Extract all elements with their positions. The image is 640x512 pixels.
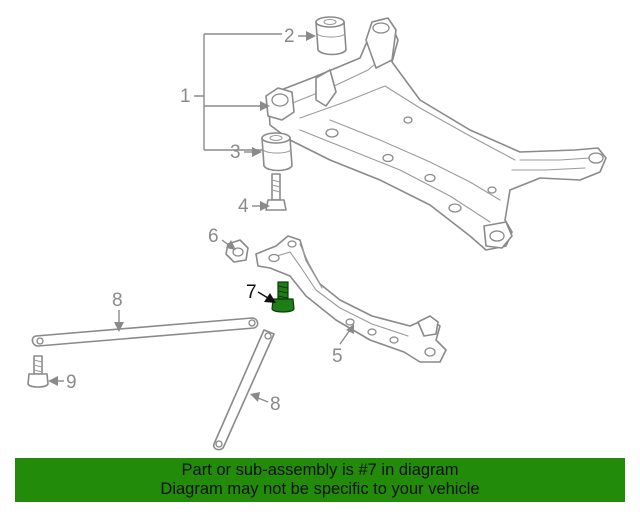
parts-diagram: 1 2 3 4 6 7 5 8 8 9 xyxy=(27,16,607,451)
bolt-9[interactable] xyxy=(27,355,49,388)
banner-line-2: Diagram may not be specific to your vehi… xyxy=(160,480,480,498)
callout-9: 9 xyxy=(66,372,77,393)
callout-7: 7 xyxy=(246,282,257,303)
callout-4: 4 xyxy=(238,196,249,217)
lower-crossmember[interactable] xyxy=(255,235,447,363)
leader-1 xyxy=(194,33,282,151)
callout-5: 5 xyxy=(332,346,343,367)
arrow-5 xyxy=(346,324,354,334)
arrow-7 xyxy=(264,293,276,303)
info-banner: Part or sub-assembly is #7 in diagram Di… xyxy=(15,458,625,502)
bolt-4[interactable] xyxy=(265,173,287,211)
callout-8-horizontal: 8 xyxy=(112,290,123,311)
arrow-8-horizontal xyxy=(114,322,124,332)
callout-1: 1 xyxy=(180,86,191,107)
bushing-upper[interactable] xyxy=(315,16,347,56)
callout-3: 3 xyxy=(230,142,241,163)
callout-6: 6 xyxy=(208,226,219,247)
callout-8-diagonal: 8 xyxy=(270,394,281,415)
bolt-7-highlighted[interactable] xyxy=(271,281,295,313)
arrow-3 xyxy=(252,147,262,157)
rear-subframe[interactable] xyxy=(265,17,607,251)
brace-diagonal[interactable] xyxy=(212,329,275,451)
arrow-9 xyxy=(48,376,58,386)
arrow-2 xyxy=(306,31,316,41)
banner-line-1: Part or sub-assembly is #7 in diagram xyxy=(181,461,459,479)
bushing-lower[interactable] xyxy=(261,132,293,172)
arrow-6 xyxy=(226,240,236,250)
callout-2: 2 xyxy=(284,26,295,47)
arrow-8-diagonal xyxy=(250,392,260,402)
brace-horizontal[interactable] xyxy=(31,317,259,347)
arrow-4 xyxy=(260,201,270,211)
